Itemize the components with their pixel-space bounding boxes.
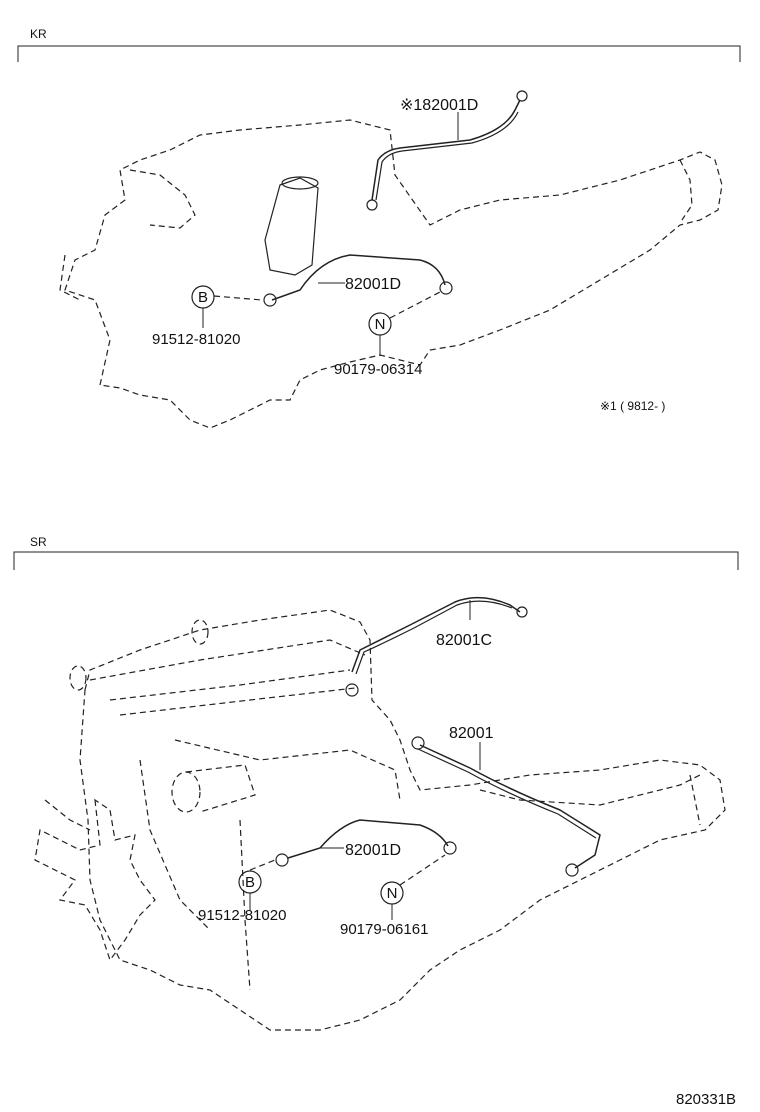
kr-mid-cable-terminal-left: [263, 293, 277, 307]
sr-section-title: SR: [30, 535, 47, 549]
sr-top-cable-label: 82001C: [436, 632, 492, 649]
sr-long-cable: [419, 744, 601, 869]
sr-bolt-marker-label: B: [245, 874, 255, 891]
sr-mid-cable-terminal-right: [443, 841, 457, 855]
sr-long-cable-terminal-bottom: [565, 863, 579, 877]
sr-valve-cover-line-2: [119, 687, 356, 716]
sr-top-cable-terminal-low: [345, 683, 359, 697]
kr-top-cable-terminal-high: [516, 90, 528, 102]
sr-transmission-top: [479, 774, 701, 806]
sr-fan-blade-line: [44, 799, 91, 831]
sr-block-seam: [239, 819, 251, 991]
kr-header-bracket: [17, 45, 741, 62]
figure-id: 820331B: [676, 1091, 736, 1108]
sr-header-bracket: [13, 551, 739, 570]
sr-long-cable-inner: [417, 748, 597, 839]
kr-top-cable-inner: [375, 111, 519, 201]
kr-nut-marker-label: N: [375, 316, 386, 333]
kr-starter-motor: [264, 177, 319, 276]
sr-section: SR 82001C 82001: [13, 535, 739, 1031]
kr-top-cable: [371, 99, 521, 201]
kr-flywheel-outline: [129, 169, 196, 229]
sr-valve-cover-line-1: [109, 669, 351, 701]
sr-bolt-part-number: 91512-81020: [198, 907, 286, 924]
sr-head-line: [89, 639, 366, 681]
sr-nut-part-number: 90179-06161: [340, 921, 428, 938]
sr-top-cable-inner: [355, 600, 513, 675]
kr-mid-cable-label: 82001D: [345, 276, 401, 293]
kr-section: KR ※182001D 82001D B 91512-81020 N: [17, 27, 741, 429]
kr-bolt-part-number: 91512-81020: [152, 331, 240, 348]
sr-mid-cable: [287, 819, 449, 859]
sr-bolt-dashline: [249, 859, 276, 871]
sr-cam-end: [69, 665, 87, 691]
sr-long-cable-terminal-top: [411, 736, 425, 750]
sr-cam-end-2: [191, 619, 209, 645]
kr-footnote: ※1 ( 9812- ): [600, 399, 665, 413]
kr-bolt-marker-label: B: [198, 289, 208, 306]
kr-bolt-dashline: [213, 295, 263, 301]
sr-nut-marker-label: N: [387, 885, 398, 902]
sr-intake-tube: [185, 764, 256, 813]
sr-tailshaft-edge: [689, 774, 701, 826]
sr-mid-cable-label: 82001D: [345, 842, 401, 859]
sr-long-cable-label: 82001: [449, 725, 494, 742]
kr-nut-dashline: [389, 291, 441, 319]
sr-top-cable-terminal-high: [516, 606, 528, 618]
kr-top-cable-label: ※182001D: [400, 97, 478, 114]
kr-nut-part-number: 90179-06314: [334, 361, 422, 378]
sr-intake-port: [171, 771, 201, 813]
kr-tailshaft-edge: [679, 159, 693, 221]
kr-top-cable-terminal-low: [366, 199, 378, 211]
kr-mid-cable-terminal-right: [439, 281, 453, 295]
sr-fan: [34, 798, 156, 962]
sr-intake-outline: [174, 739, 401, 801]
sr-engine-outline: [79, 609, 726, 1031]
kr-mid-cable: [271, 254, 446, 301]
sr-top-cable: [351, 596, 521, 673]
sr-nut-dashline: [399, 854, 446, 886]
kr-starter-end: [281, 176, 319, 190]
kr-section-title: KR: [30, 27, 47, 41]
kr-transmission-outline: [64, 119, 723, 429]
sr-front-cover: [139, 759, 211, 931]
sr-mid-cable-terminal-left: [275, 853, 289, 867]
kr-bellhousing-edge: [59, 254, 81, 301]
